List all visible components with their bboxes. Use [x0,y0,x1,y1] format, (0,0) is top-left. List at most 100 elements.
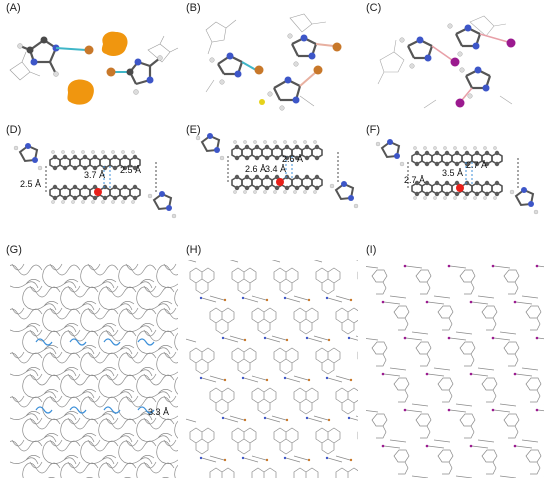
packing-motif [22,417,61,443]
packing-motif [156,307,178,333]
packing-motif [156,263,178,289]
packing-motif [136,373,175,399]
packing-motif [199,376,247,422]
packing-motif [60,329,99,355]
packing-motif [469,300,517,335]
packing-motif [425,444,473,478]
distance-label-f-1: 2.7 Å [404,175,425,185]
packing-motif [156,351,178,377]
distance-label-f-3: 2.7 Å [466,160,487,170]
packing-motif [174,329,178,355]
packing-motif [98,417,137,443]
packing-motif [80,263,119,289]
panel-label-a: (A) [6,2,21,14]
packing-motif [80,439,119,465]
panel-label-g: (G) [6,244,22,256]
packing-motif [80,395,119,421]
packing-motif [469,444,517,478]
packing-motif [42,307,81,333]
packing-motif [199,296,247,342]
packing-motif [136,329,175,355]
packing-motif [42,395,81,421]
panel-label-i: (I) [366,244,377,256]
packing-motif [186,260,227,302]
contact-marker [35,338,53,346]
stacked-dimer-f [375,139,539,215]
packing-motif [447,336,495,371]
packing-motif [136,417,175,443]
packing-motif [10,263,43,289]
packing-motif [347,260,358,302]
packing-motif [325,376,358,422]
packing-motif [60,285,99,311]
packing-motif [425,300,473,335]
packing-motif [10,307,43,333]
contact-marker [103,406,121,414]
packing-motif [283,296,331,342]
distance-label-d-2: 3.7 Å [84,170,105,180]
packing-motif [174,285,178,311]
packing-motif [98,373,137,399]
packing-motif [221,416,269,462]
packing-motif [10,439,43,465]
packing-motif [513,444,544,478]
packing-motif [136,461,175,478]
packing-motif [469,372,517,407]
packing-motif [491,336,539,371]
packing-motif [156,439,178,465]
contact-marker [137,406,155,414]
packing-motif [283,376,331,422]
contact-marker [69,406,87,414]
distance-label-f-2: 3.5 Å [442,168,463,178]
packing-motif [491,408,539,443]
packing-motif [513,372,544,407]
packing-motif [425,372,473,407]
packing-motif [98,461,137,478]
stacked-dimer-d [13,143,177,219]
packing-motif [447,408,495,443]
packing-motif [403,264,451,299]
packing-motif [136,285,175,311]
packing-motif [381,300,429,335]
packing-motif [366,264,407,299]
packing-motif [283,456,331,478]
packing-motif [186,416,227,462]
packing-motif [381,372,429,407]
panel-label-e: (E) [186,124,201,136]
packing-motif [513,300,544,335]
packing-motif [263,336,311,382]
packing-motif [263,260,311,302]
packing-motif [403,408,451,443]
packing-motif [42,439,81,465]
contact-marker [69,338,87,346]
panel-label-b: (B) [186,2,201,14]
contact-marker [103,338,121,346]
packing-motif [42,351,81,377]
packing-motif [535,336,544,371]
packing-motif [491,264,539,299]
packing-motif [366,408,407,443]
packing-motif [10,351,43,377]
packing-motif [305,416,353,462]
packing-motif [60,417,99,443]
packing-motif [403,336,451,371]
packing-motif [80,351,119,377]
packing-motif [22,461,61,478]
packing-motif [241,456,289,478]
panel-label-f: (F) [366,124,381,136]
distance-label-g: 3.3 Å [148,407,169,417]
packing-motif [174,373,178,399]
packing-motif [186,336,227,382]
contact-marker [35,406,53,414]
distance-label-d-3: 2.5 Å [120,165,141,175]
packing-motif [305,260,353,302]
packing-motif [535,408,544,443]
panel-label-h: (H) [186,244,202,256]
packing-motif [199,456,247,478]
packing-motif [80,307,119,333]
packing-motif [241,376,289,422]
distance-label-e-2: 3.4 Å [265,164,286,174]
